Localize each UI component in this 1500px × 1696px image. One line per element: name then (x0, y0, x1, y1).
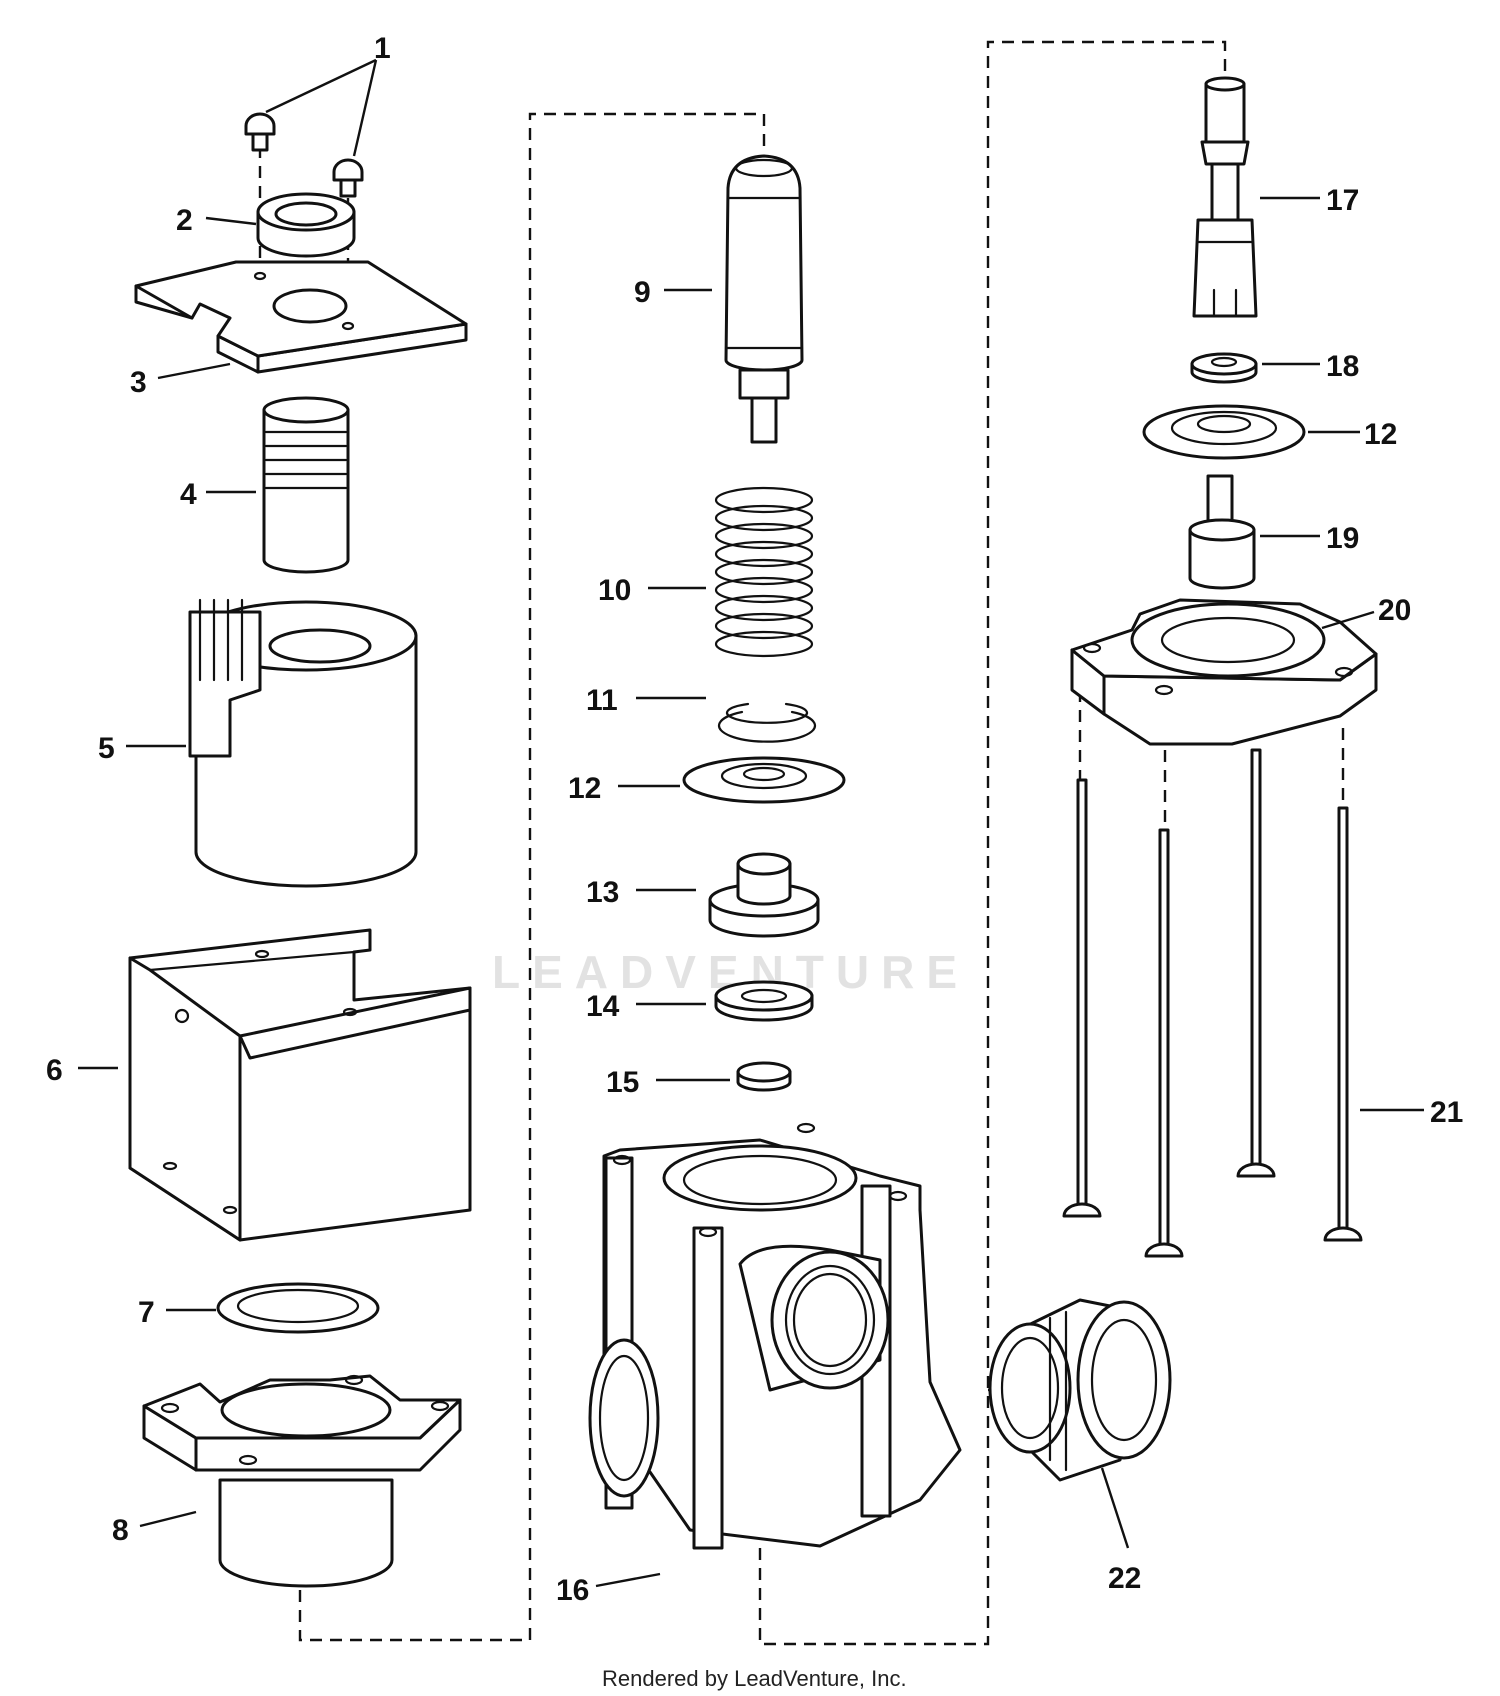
part-5-coil (188, 598, 418, 888)
part-22-fitting (988, 1298, 1172, 1482)
part-6-bracket (128, 928, 472, 1242)
callout-4: 4 (180, 478, 197, 511)
leader-lines (78, 58, 1424, 1588)
part-17-piston-rod (1192, 76, 1258, 318)
callout-7: 7 (138, 1296, 155, 1329)
part-20-top-flange (1070, 598, 1378, 746)
part-8-flange (142, 1374, 462, 1588)
callout-10: 10 (598, 574, 631, 607)
callout-1: 1 (374, 32, 391, 65)
callout-12-center: 12 (568, 772, 601, 805)
callout-8: 8 (112, 1514, 129, 1547)
part-13-valve-seat (708, 852, 820, 938)
callout-19: 19 (1326, 522, 1359, 555)
part-1-screws (244, 112, 364, 198)
callout-labels: 1 2 3 4 5 6 7 8 9 10 11 12 13 14 15 16 1… (46, 32, 1463, 1607)
callout-6: 6 (46, 1054, 63, 1087)
callout-2: 2 (176, 204, 193, 237)
part-2-nut (256, 192, 356, 258)
callout-9: 9 (634, 276, 651, 309)
callout-14: 14 (586, 990, 620, 1023)
part-18-small-washer (1190, 352, 1258, 384)
part-3-mounting-plate (134, 260, 468, 374)
part-16-valve-body (588, 1122, 962, 1550)
callout-16: 16 (556, 1574, 589, 1607)
callout-22: 22 (1108, 1562, 1141, 1595)
part-15-seal (736, 1061, 792, 1092)
part-14-washer (714, 980, 814, 1022)
part-12-diaphragm-right (1142, 404, 1306, 460)
callout-21: 21 (1430, 1096, 1463, 1129)
callout-11: 11 (586, 684, 618, 717)
callout-17: 17 (1326, 184, 1359, 217)
part-10-spring (714, 486, 814, 658)
part-19-stud (1188, 474, 1256, 590)
callout-3: 3 (130, 366, 147, 399)
part-9-stem-tube (724, 154, 804, 444)
credit-text: Rendered by LeadVenture, Inc. (602, 1666, 907, 1691)
callout-15: 15 (606, 1066, 639, 1099)
part-11-snap-ring (717, 702, 817, 743)
part-12-diaphragm-center (682, 756, 846, 804)
callout-12-right: 12 (1364, 418, 1397, 451)
part-7-gasket (216, 1282, 380, 1334)
callout-5: 5 (98, 732, 115, 765)
part-21-long-screws (1062, 748, 1363, 1258)
part-4-plunger (262, 396, 350, 574)
callout-18: 18 (1326, 350, 1359, 383)
callout-20: 20 (1378, 594, 1411, 627)
callout-13: 13 (586, 876, 619, 909)
